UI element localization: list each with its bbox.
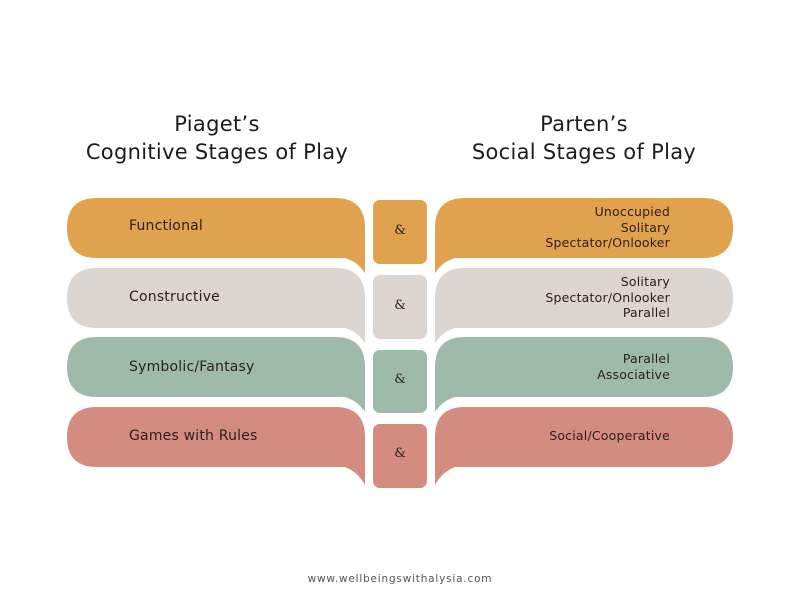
connector-ampersand-2: & — [394, 298, 406, 313]
piaget-heading-line2: Cognitive Stages of Play — [85, 140, 349, 164]
cognitive-stage-games: Games with Rules — [129, 428, 258, 444]
social-stages-games: Social/Cooperative — [549, 428, 670, 444]
social-stage: Solitary — [620, 219, 670, 235]
social-stages-symbolic: Parallel Associative — [597, 351, 670, 382]
left-bubble-games — [67, 407, 365, 485]
right-bubble-games — [435, 407, 733, 485]
connector-tab-1 — [373, 200, 427, 264]
social-stage: Solitary — [620, 274, 670, 289]
social-stage: Unoccupied — [594, 204, 670, 219]
connector-tab-3 — [373, 350, 427, 413]
row-functional — [67, 198, 733, 273]
social-stage: Parallel — [622, 351, 670, 366]
social-stages-constructive: Solitary Spectator/Onlooker Parallel — [545, 274, 670, 321]
row-symbolic — [67, 337, 733, 413]
connector-ampersand-3: & — [394, 372, 406, 387]
parten-heading-line2: Social Stages of Play — [471, 140, 697, 164]
right-bubble-functional — [435, 198, 733, 273]
left-bubble-symbolic — [67, 337, 365, 412]
cognitive-stage-functional: Functional — [129, 218, 204, 234]
cognitive-stage-constructive: Constructive — [129, 289, 221, 305]
piaget-heading: Piaget’s Cognitive Stages of Play — [47, 110, 387, 166]
social-stages-functional: Unoccupied Solitary Spectator/Onlooker — [545, 204, 670, 251]
row-games-with-rules — [67, 407, 733, 488]
right-bubble-constructive — [435, 268, 733, 343]
footer-website: www.wellbeingswithalysia.com — [307, 573, 493, 585]
connector-tab-2 — [373, 275, 427, 339]
parten-heading: Parten’s Social Stages of Play — [414, 110, 754, 166]
social-stage: Spectator/Onlooker — [545, 289, 670, 305]
connector-tab-4 — [373, 424, 427, 488]
social-stage: Associative — [597, 366, 670, 382]
connector-ampersand-4: & — [394, 446, 406, 461]
connector-ampersand-1: & — [394, 223, 406, 238]
piaget-heading-line1: Piaget’s — [174, 112, 260, 136]
row-constructive — [67, 268, 733, 343]
right-bubble-symbolic — [435, 337, 733, 412]
left-bubble-functional — [67, 198, 365, 273]
social-stage: Social/Cooperative — [549, 428, 670, 443]
cognitive-stage-symbolic: Symbolic/Fantasy — [129, 359, 255, 375]
parten-heading-line1: Parten’s — [540, 112, 628, 136]
social-stage: Parallel — [622, 305, 670, 320]
social-stage: Spectator/Onlooker — [545, 235, 670, 250]
left-bubble-constructive — [67, 268, 365, 343]
